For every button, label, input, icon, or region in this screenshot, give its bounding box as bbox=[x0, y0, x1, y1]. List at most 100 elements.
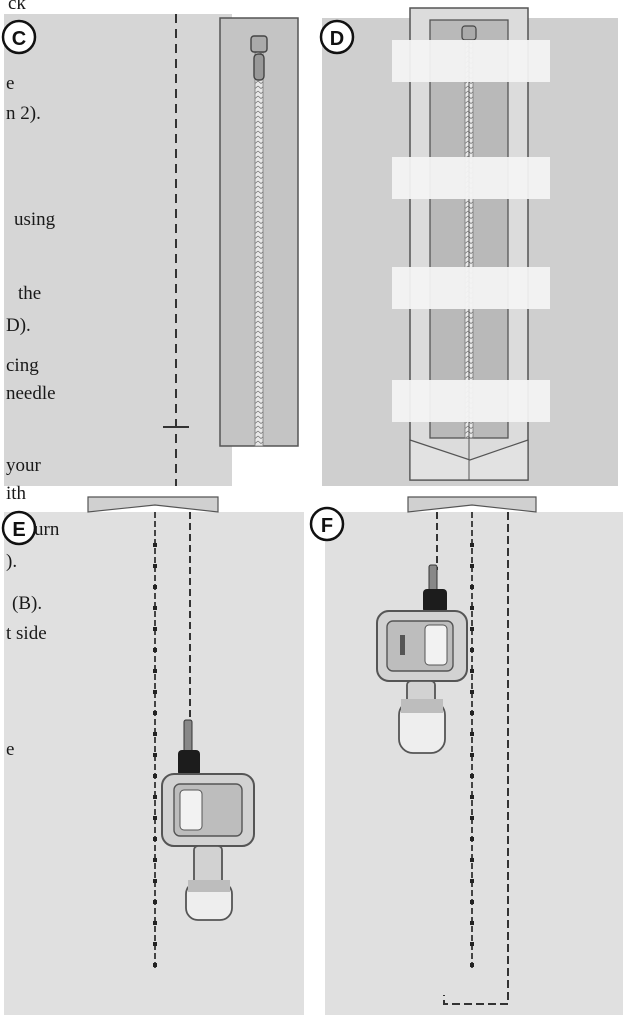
foot-window bbox=[179, 789, 203, 831]
seam-stitch-mark bbox=[470, 837, 474, 841]
seam-stitch-mark bbox=[470, 711, 474, 715]
text-fragment: the bbox=[18, 283, 42, 304]
seam-stitch-mark bbox=[153, 858, 157, 862]
seam-stitch-mark bbox=[153, 711, 157, 715]
seam-stitch-mark bbox=[470, 564, 474, 568]
seam-stitch-mark bbox=[153, 627, 157, 631]
text-fragment: (B). bbox=[12, 593, 43, 614]
seam-stitch-mark bbox=[153, 606, 157, 610]
badge-c-circle bbox=[1, 19, 37, 55]
panel-f-seam-marks bbox=[470, 543, 474, 967]
seam-stitch-mark bbox=[470, 543, 474, 547]
tape-strip bbox=[392, 157, 550, 199]
seam-stitch-mark bbox=[470, 879, 474, 883]
text-fragment: t side bbox=[6, 623, 47, 644]
panel-c-fabric bbox=[4, 14, 232, 486]
seam-stitch-mark bbox=[470, 690, 474, 694]
text-fragment: using bbox=[14, 209, 56, 230]
seam-stitch-mark bbox=[470, 606, 474, 610]
seam-stitch-mark bbox=[153, 942, 157, 946]
seam-stitch-mark bbox=[153, 585, 157, 589]
badge-f-circle bbox=[309, 506, 345, 542]
zipper-icon bbox=[219, 17, 299, 447]
needle-icon bbox=[428, 564, 438, 594]
seam-stitch-mark bbox=[470, 774, 474, 778]
letter-badge-icon: D bbox=[319, 19, 355, 55]
tape-strip bbox=[392, 40, 550, 82]
seam-stitch-mark bbox=[153, 753, 157, 757]
foot-sole-shade bbox=[188, 880, 230, 892]
text-fragment: e bbox=[6, 739, 15, 760]
panel-c-zipper-teeth bbox=[254, 39, 264, 447]
seam-stitch-mark bbox=[470, 816, 474, 820]
seam-stitch-mark bbox=[470, 795, 474, 799]
seam-stitch-mark bbox=[153, 900, 157, 904]
badge-e-circle bbox=[1, 510, 37, 546]
seam-stitch-mark bbox=[153, 837, 157, 841]
seam-stitch-mark bbox=[153, 564, 157, 568]
seam-stitch-mark bbox=[153, 816, 157, 820]
seam-stitch-mark bbox=[470, 627, 474, 631]
panel-e-top-fold bbox=[87, 496, 219, 513]
seam-stitch-mark bbox=[470, 858, 474, 862]
seam-stitch-mark bbox=[470, 669, 474, 673]
panel-e-seam-marks bbox=[153, 543, 157, 967]
panel-d-zipper-slider bbox=[461, 25, 477, 41]
panel-c-lower-fabric bbox=[4, 446, 232, 486]
seam-stitch-mark bbox=[153, 879, 157, 883]
seam-stitch-mark bbox=[470, 963, 474, 967]
panel-e-fabric bbox=[4, 512, 304, 1015]
letter-badge-icon: F bbox=[309, 506, 345, 542]
seam-stitch-mark bbox=[470, 921, 474, 925]
badge-f-label: F bbox=[321, 515, 333, 537]
text-fragment: ). bbox=[6, 551, 18, 572]
panel-f bbox=[325, 496, 623, 1015]
text-fragment: ith bbox=[6, 483, 27, 504]
badge-c-label: C bbox=[12, 28, 26, 50]
seam-stitch-mark bbox=[470, 732, 474, 736]
seam-stitch-mark bbox=[153, 543, 157, 547]
foot-clamp bbox=[178, 750, 200, 776]
seam-stitch-mark bbox=[470, 942, 474, 946]
foot-mark bbox=[400, 635, 405, 655]
badge-d-label: D bbox=[330, 28, 344, 50]
text-fragment: n 2). bbox=[6, 103, 41, 124]
text-fragment: D). bbox=[6, 315, 31, 336]
seam-stitch-mark bbox=[470, 648, 474, 652]
letter-badge-icon: C bbox=[1, 19, 37, 55]
badge-d-circle bbox=[319, 19, 355, 55]
seam-stitch-mark bbox=[153, 795, 157, 799]
seam-stitch-mark bbox=[153, 732, 157, 736]
panel-e bbox=[4, 496, 304, 1015]
presser-foot-icon bbox=[161, 719, 255, 921]
panel-c-zipper-slider bbox=[250, 35, 268, 53]
letter-badge-icon: E bbox=[1, 510, 37, 546]
seam-stitch-mark bbox=[153, 774, 157, 778]
text-fragment: your bbox=[6, 455, 41, 476]
seam-stitch-mark bbox=[153, 648, 157, 652]
seam-stitch-mark bbox=[470, 900, 474, 904]
panel-c-zipper-pull bbox=[253, 53, 265, 81]
panel-c bbox=[4, 14, 299, 486]
panel-f-stitch-path bbox=[443, 512, 509, 1005]
text-fragment: needle bbox=[6, 383, 56, 404]
text-fragment: cing bbox=[6, 355, 39, 376]
tape-strip bbox=[392, 380, 550, 422]
needle-icon bbox=[183, 719, 193, 755]
text-fragment: e bbox=[6, 73, 15, 94]
tape-strip bbox=[392, 267, 550, 309]
badge-e-label: E bbox=[12, 519, 25, 541]
seam-stitch-mark bbox=[470, 585, 474, 589]
text-fragment: ck bbox=[8, 0, 26, 14]
seam-stitch-mark bbox=[153, 963, 157, 967]
panel-f-fabric bbox=[325, 512, 623, 1015]
foot-window bbox=[424, 624, 448, 666]
foot-clamp bbox=[423, 589, 447, 613]
seam-stitch-mark bbox=[153, 669, 157, 673]
panel-f-top-fold bbox=[407, 496, 537, 513]
seam-stitch-mark bbox=[153, 690, 157, 694]
foot-sole-shade bbox=[401, 699, 443, 713]
seam-stitch-mark bbox=[153, 921, 157, 925]
